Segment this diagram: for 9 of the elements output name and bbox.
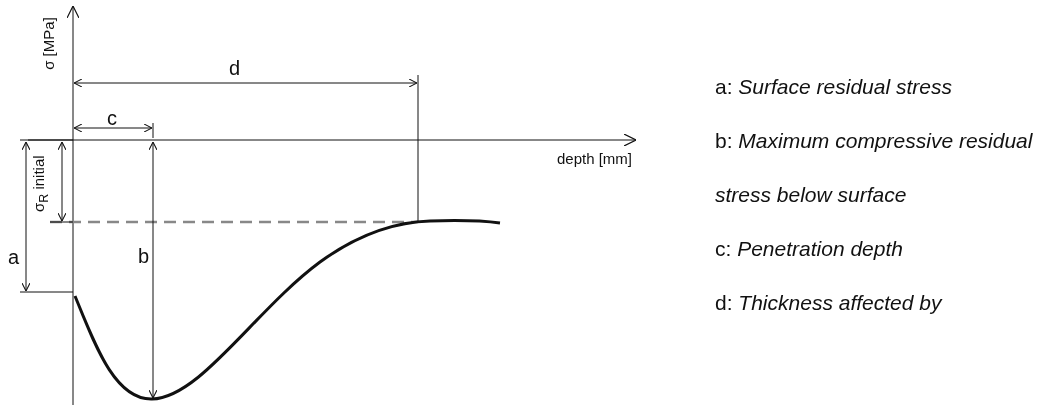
key-text: a: Surface residual stress	[715, 74, 953, 100]
dimension-label: c	[107, 108, 117, 128]
key-text: d: Thickness affected by	[715, 290, 944, 316]
key-text: c: Penetration depth	[715, 236, 904, 262]
axis-label: depth [mm]	[556, 151, 632, 166]
dimension-label: d	[229, 58, 241, 78]
axis-label: σ [MPa]	[40, 17, 56, 70]
dimension-label: b	[138, 246, 150, 266]
dimension-label: a	[8, 247, 20, 267]
